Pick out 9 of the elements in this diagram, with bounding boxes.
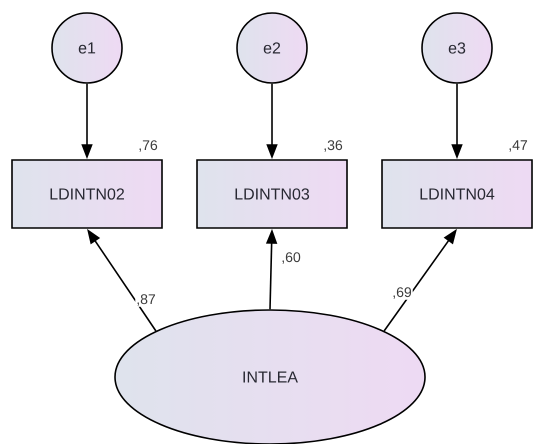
estimate-label: ,36: [324, 140, 342, 152]
edge-label: ,69: [391, 286, 413, 300]
edge-label: ,87: [135, 293, 157, 307]
estimate-label: ,47: [510, 140, 528, 152]
edge-label: ,60: [280, 251, 302, 265]
variable-box: LDINTN03: [196, 159, 348, 229]
estimate-label: ,76: [140, 140, 158, 152]
variable-box: LDINTN04: [381, 159, 533, 229]
variable-box: LDINTN02: [11, 159, 163, 229]
